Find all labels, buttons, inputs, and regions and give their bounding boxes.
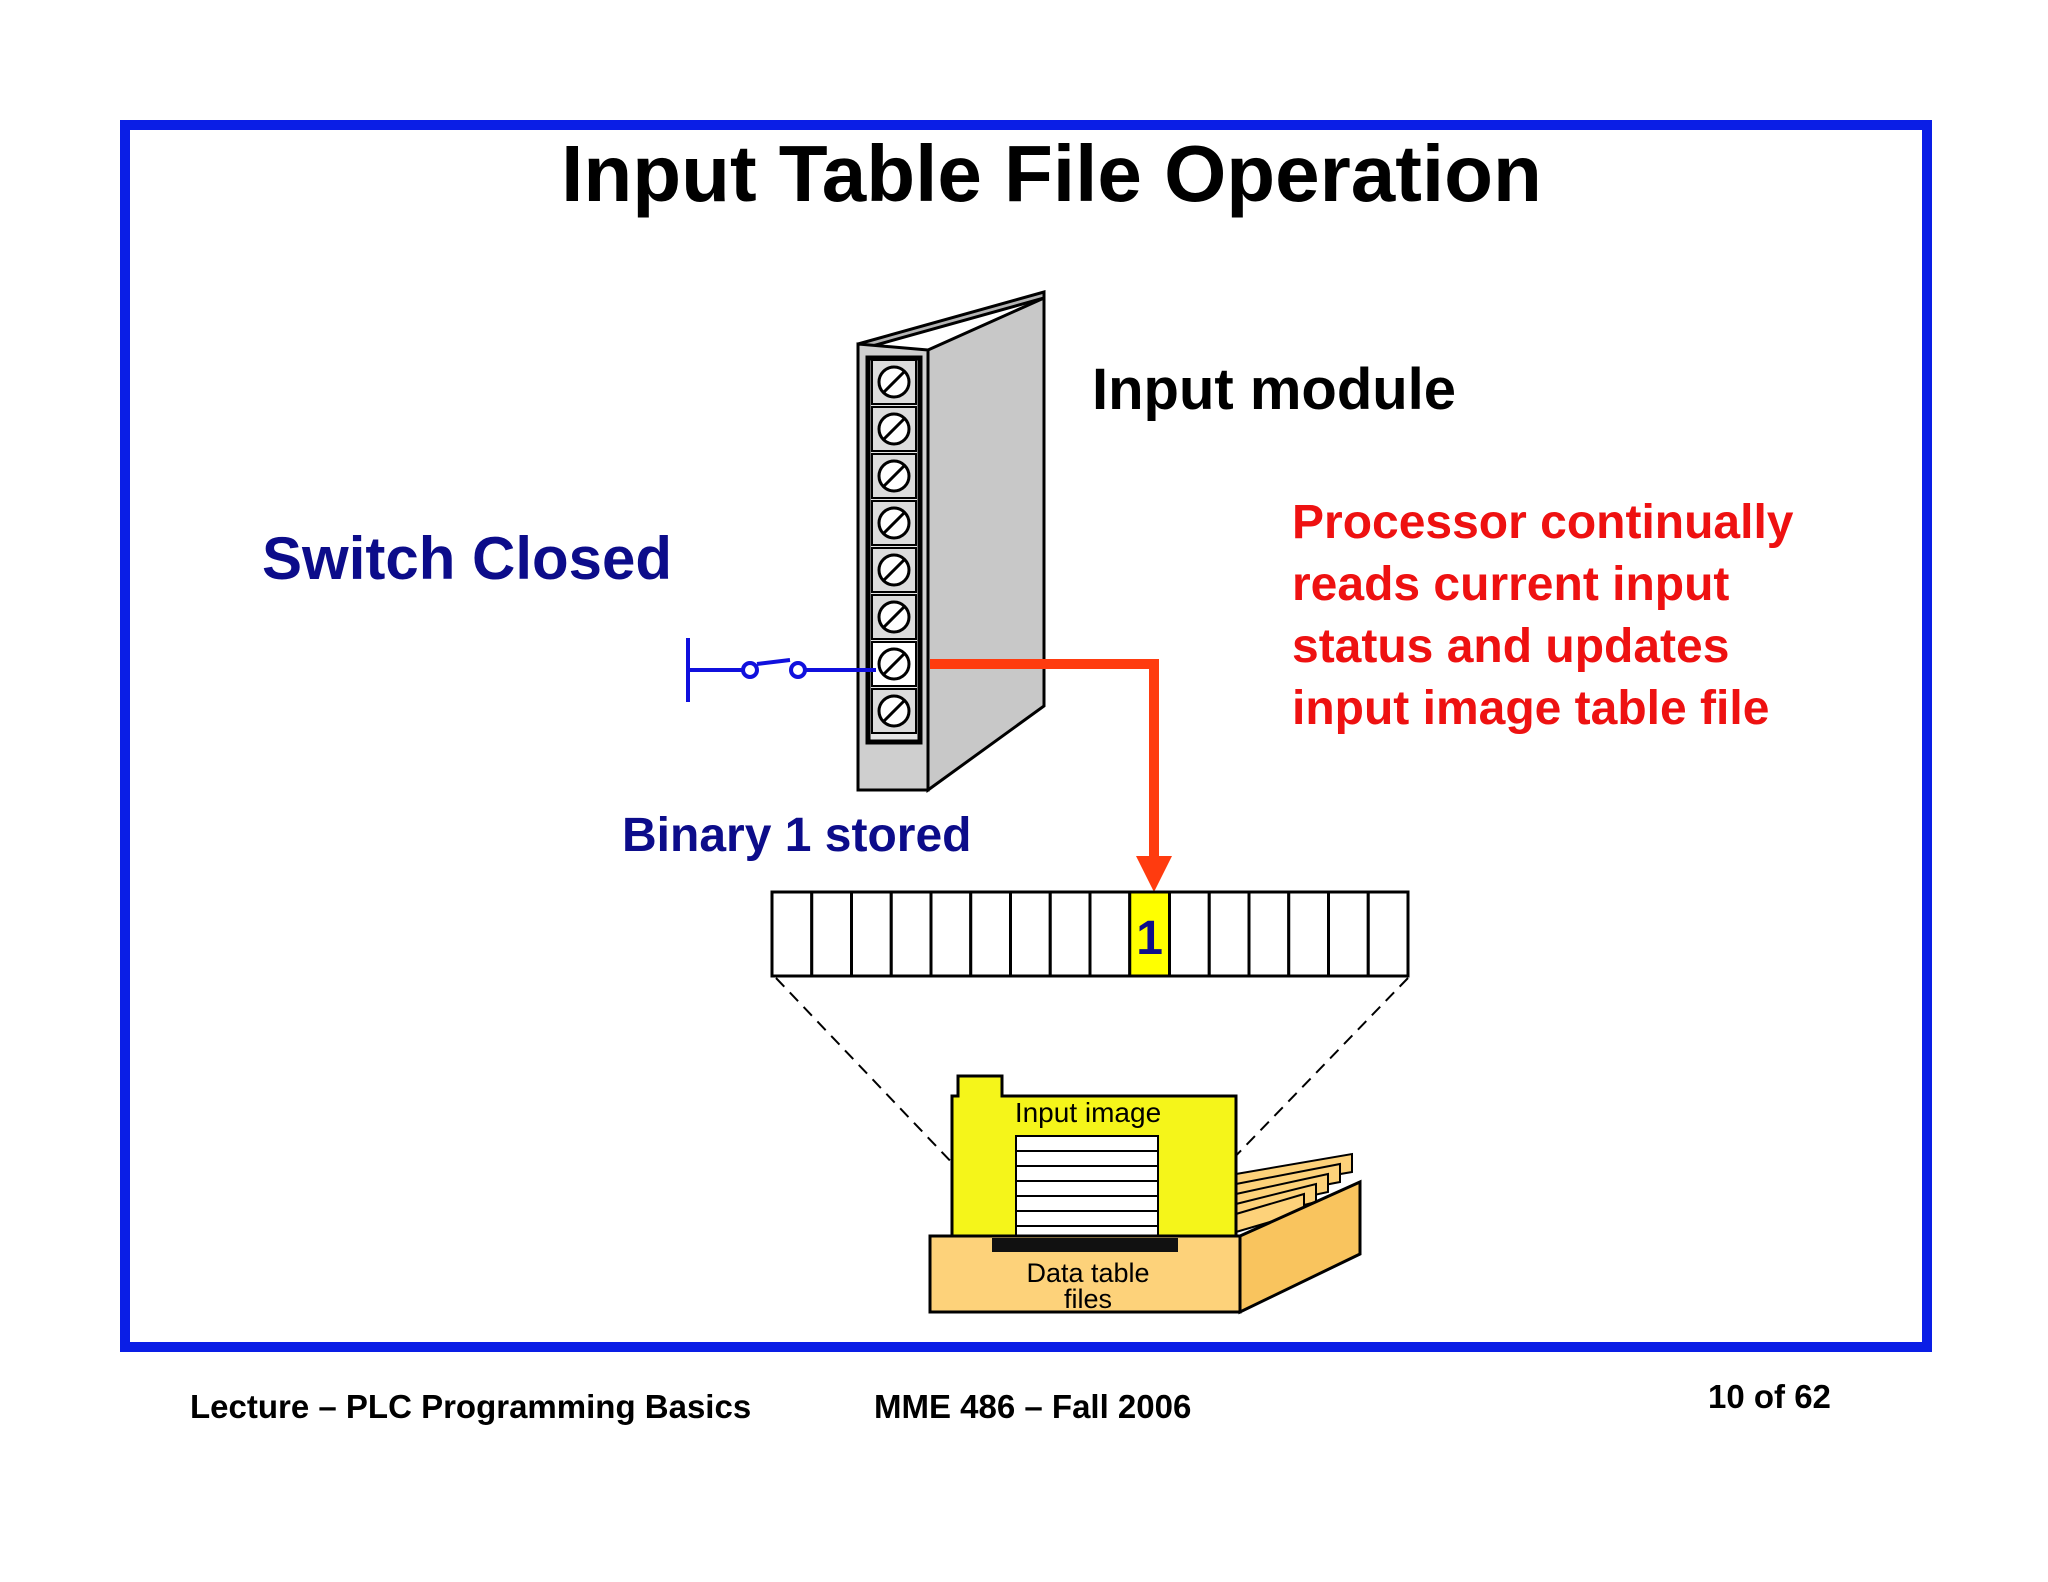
processor-note-line: reads current input <box>1292 558 1730 611</box>
processor-note-line: Processor continually <box>1292 496 1794 549</box>
bit-cell <box>850 890 893 978</box>
bit-cell <box>889 890 933 978</box>
terminal-screws <box>871 359 917 734</box>
switch-closed-label: Switch Closed <box>262 525 673 592</box>
module-side-face <box>926 295 1046 793</box>
bit-cell <box>1247 890 1291 978</box>
bit-cell <box>1009 890 1052 978</box>
input-image-label: Input image <box>1015 1097 1161 1128</box>
data-table-label-line1: Data table <box>1026 1258 1149 1288</box>
bit-cell <box>1088 890 1132 978</box>
bit-cell <box>1207 890 1251 978</box>
data-table-label-line2: files <box>1064 1284 1112 1314</box>
bit-cell <box>810 890 853 978</box>
terminal-screw <box>871 547 917 593</box>
bit-cell-set <box>1128 890 1171 978</box>
switch-contact-right <box>789 661 807 679</box>
switch-contact-left <box>741 661 759 679</box>
slide-title: Input Table File Operation <box>561 129 1542 218</box>
processor-note-line: status and updates <box>1292 620 1730 673</box>
processor-note: Processor continually reads current inpu… <box>1292 492 1794 740</box>
switch-symbol <box>686 638 876 702</box>
bit-cell <box>1366 890 1410 978</box>
tray-label-bar <box>992 1238 1178 1252</box>
bit-cell <box>1287 890 1330 978</box>
input-image-pages <box>1015 1135 1159 1243</box>
bit-value-label: 1 <box>1136 912 1163 965</box>
footer-course: MME 486 – Fall 2006 <box>874 1388 1192 1425</box>
bit-cell <box>969 890 1012 978</box>
tray-folders <box>1235 1152 1353 1234</box>
bit-cell <box>1168 890 1211 978</box>
terminal-screw-wired <box>871 641 917 687</box>
processor-note-line: input image table file <box>1292 682 1770 735</box>
terminal-screw <box>871 688 917 734</box>
input-module <box>856 290 1046 793</box>
terminal-screw <box>871 594 917 640</box>
input-image-table: 1 <box>770 890 1410 978</box>
bit-cell <box>1327 890 1370 978</box>
footer-page-number: 10 of 62 <box>1708 1378 1831 1415</box>
bit-cell <box>929 890 973 978</box>
terminal-screw <box>871 359 917 405</box>
terminal-screw <box>871 406 917 452</box>
signal-arrowhead <box>1136 856 1172 892</box>
bit-cell <box>1048 890 1092 978</box>
slide-frame <box>120 120 1932 1352</box>
page-lines <box>1016 1150 1158 1227</box>
input-module-label: Input module <box>1092 357 1457 422</box>
terminal-screw <box>871 453 917 499</box>
signal-arrow <box>930 659 1172 892</box>
binary-stored-label: Binary 1 stored <box>622 809 972 862</box>
footer-lecture: Lecture – PLC Programming Basics <box>190 1388 752 1425</box>
switch-blade <box>756 658 791 666</box>
bit-cell <box>770 890 814 978</box>
terminal-screw <box>871 500 917 546</box>
data-table-files-illustration: Input image Data table files <box>928 1074 1362 1315</box>
